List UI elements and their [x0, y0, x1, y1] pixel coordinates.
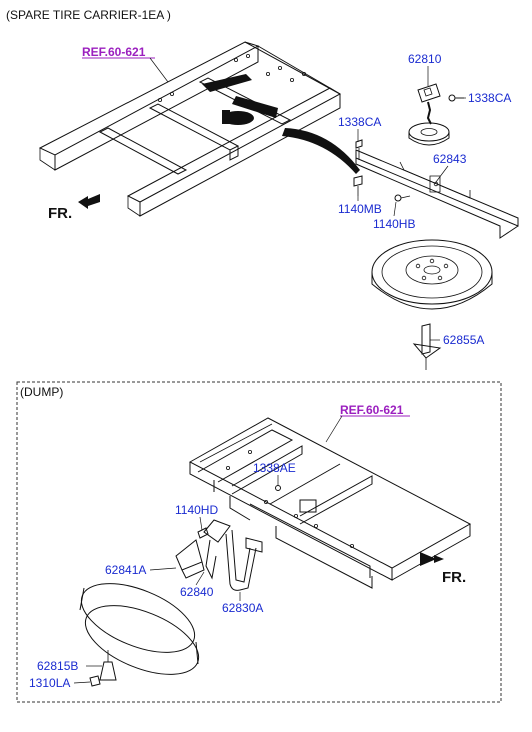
- part-label-62815b[interactable]: 62815B: [37, 659, 78, 673]
- part-label-62843[interactable]: 62843: [433, 152, 467, 166]
- part-label-62830a[interactable]: 62830A: [222, 601, 263, 615]
- hanger-62810: [408, 83, 450, 146]
- frame-top: [38, 41, 360, 217]
- bolt-1338ae: [275, 485, 281, 491]
- dump-section-title: (DUMP): [20, 385, 63, 399]
- bolt-1140hd: [197, 527, 209, 539]
- bracket-62841a: [175, 539, 205, 579]
- part-label-1338ca-left[interactable]: 1338CA: [338, 115, 381, 129]
- bracket-62840: [203, 519, 231, 580]
- part-label-62810[interactable]: 62810: [408, 52, 442, 66]
- nut-1310la: [89, 675, 101, 687]
- front-label-top: FR.: [48, 205, 72, 222]
- carrier-arm-62830a: [225, 529, 263, 591]
- part-label-1140mb[interactable]: 1140MB: [338, 202, 382, 216]
- dump-section-border: [16, 381, 502, 703]
- part-label-1310la[interactable]: 1310LA: [29, 676, 70, 690]
- ref-label-dump[interactable]: REF.60-621: [340, 403, 404, 417]
- spare-tire-dump: [79, 583, 200, 675]
- frame-dump: [188, 417, 472, 589]
- ref-label-top[interactable]: REF.60-621: [82, 45, 146, 59]
- part-label-1140hd[interactable]: 1140HD: [175, 503, 218, 517]
- wedge-62855a: [412, 323, 442, 370]
- front-arrow-dump: [420, 552, 444, 566]
- front-arrow-top: [78, 194, 100, 209]
- bolt-1140mb: [353, 175, 363, 196]
- part-label-62855a[interactable]: 62855A: [443, 333, 484, 347]
- spare-tire-top: [371, 239, 493, 310]
- bolt-1338ca-left: [355, 139, 363, 160]
- cone-62815b: [99, 650, 117, 681]
- part-label-1338ca-upper[interactable]: 1338CA: [468, 91, 511, 105]
- part-label-62840[interactable]: 62840: [180, 585, 214, 599]
- part-label-62841a[interactable]: 62841A: [105, 563, 146, 577]
- part-label-1140hb[interactable]: 1140HB: [373, 217, 415, 231]
- bolt-1140hb: [394, 194, 411, 202]
- carrier-bracket-62843: [355, 149, 519, 239]
- diagram-title: (SPARE TIRE CARRIER-1EA ): [6, 8, 171, 22]
- front-label-dump: FR.: [442, 569, 466, 586]
- part-label-1338ae[interactable]: 1338AE: [253, 461, 296, 475]
